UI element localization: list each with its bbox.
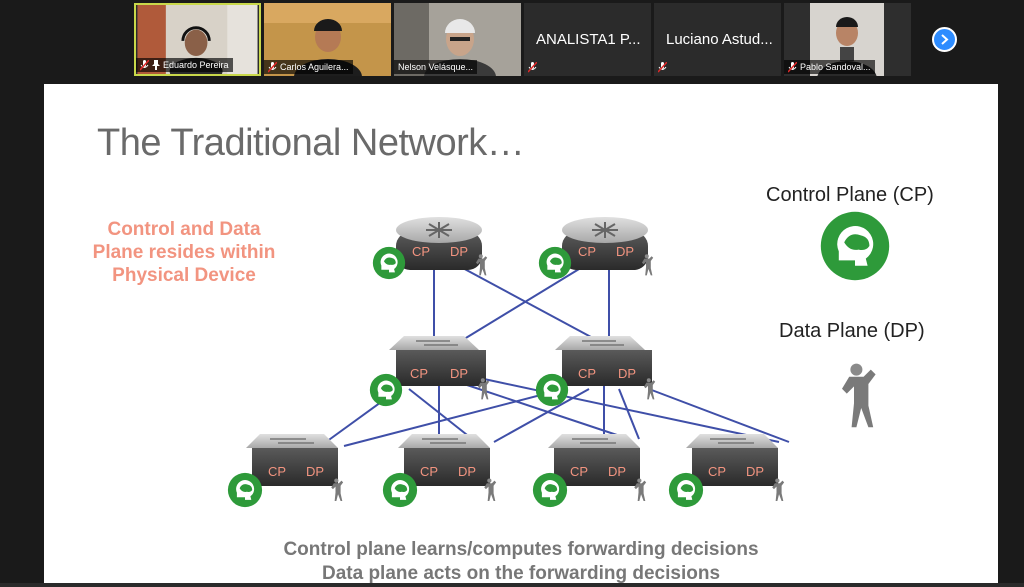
device-dp-label: DP (608, 464, 626, 479)
device-dp-label: DP (458, 464, 476, 479)
participant-name: Eduardo Pereira (163, 60, 229, 70)
participant-name-bar: Nelson Velásque... (394, 60, 478, 74)
control-plane-brain-icon (372, 246, 406, 280)
control-plane-brain-icon (227, 472, 263, 508)
legend-brain-icon (820, 211, 890, 281)
participant-strip: Eduardo Pereira Carlos Aguilera... Nelso… (0, 0, 1024, 80)
device-cp-label: CP (578, 366, 596, 381)
participant-tile-eduardo-pereira[interactable]: Eduardo Pereira (134, 3, 261, 76)
participant-tile-nelson-velasquez[interactable]: Nelson Velásque... (394, 3, 521, 76)
switch-bottom-4: CP DP (668, 434, 785, 508)
participant-name: Pablo Sandoval... (800, 62, 871, 72)
switch-bottom-1: CP DP (227, 434, 344, 508)
slide-caption-1: Control plane learns/computes forwarding… (283, 539, 759, 560)
control-plane-brain-icon (532, 472, 568, 508)
chevron-right-icon (941, 34, 949, 45)
device-cp-label: CP (412, 244, 430, 259)
participant-tile-pablo-sandoval[interactable]: Pablo Sandoval... (784, 3, 911, 76)
device-cp-label: CP (708, 464, 726, 479)
mic-muted-icon (140, 59, 149, 71)
participant-tile-carlos-aguilera[interactable]: Carlos Aguilera... (264, 3, 391, 76)
switch-bottom-3: CP DP (532, 434, 647, 508)
participant-name: Carlos Aguilera... (280, 62, 349, 72)
window-edge (998, 84, 1024, 587)
device-dp-label: DP (616, 244, 634, 259)
device-dp-label: DP (450, 366, 468, 381)
device-dp-label: DP (306, 464, 324, 479)
device-dp-label: DP (618, 366, 636, 381)
network-links (325, 265, 790, 447)
network-diagram: CP DP CP DP CP DP CP (227, 217, 790, 508)
participant-tile-luciano-astudillo[interactable]: Luciano Astud... (654, 3, 781, 76)
legend-strongman-icon (842, 363, 876, 428)
legend-control-plane-label: Control Plane (CP) (766, 184, 934, 206)
participant-name-bar: Eduardo Pereira (136, 58, 233, 72)
slide-title: The Traditional Network… (97, 122, 525, 164)
device-dp-label: DP (746, 464, 764, 479)
legend-data-plane-label: Data Plane (DP) (779, 320, 925, 342)
mic-muted-icon (658, 62, 667, 73)
control-plane-brain-icon (382, 472, 418, 508)
next-participants-button[interactable] (932, 27, 957, 52)
slide-left-text: Control and Data Plane resides within Ph… (92, 219, 276, 286)
participant-tile-analista1[interactable]: ANALISTA1 P... (524, 3, 651, 76)
control-plane-brain-icon (369, 373, 403, 407)
switch-bottom-2: CP DP (382, 434, 497, 508)
participant-name-bar: Carlos Aguilera... (264, 60, 353, 74)
device-dp-label: DP (450, 244, 468, 259)
meeting-toolbar-edge (0, 583, 1024, 587)
mic-muted-icon (788, 61, 797, 73)
shared-screen-slide: The Traditional Network… Control and Dat… (44, 84, 998, 587)
pin-icon (152, 60, 160, 70)
device-cp-label: CP (420, 464, 438, 479)
control-plane-brain-icon (535, 373, 569, 407)
switch-middle-1: CP DP (369, 336, 490, 407)
mic-muted-icon (268, 61, 277, 73)
control-plane-brain-icon (668, 472, 704, 508)
participant-name: Luciano Astud... (666, 31, 773, 48)
device-cp-label: CP (570, 464, 588, 479)
participant-name: Nelson Velásque... (398, 62, 474, 72)
slide-caption-2: Data plane acts on the forwarding decisi… (321, 563, 721, 584)
device-cp-label: CP (268, 464, 286, 479)
device-cp-label: CP (578, 244, 596, 259)
mic-muted-icon (528, 62, 537, 73)
device-cp-label: CP (410, 366, 428, 381)
participant-name-bar: Pablo Sandoval... (784, 60, 875, 74)
participant-name: ANALISTA1 P... (536, 31, 641, 48)
switch-middle-2: CP DP (535, 336, 656, 407)
router-2: CP DP (538, 217, 654, 280)
control-plane-brain-icon (538, 246, 572, 280)
router-1: CP DP (372, 217, 488, 280)
